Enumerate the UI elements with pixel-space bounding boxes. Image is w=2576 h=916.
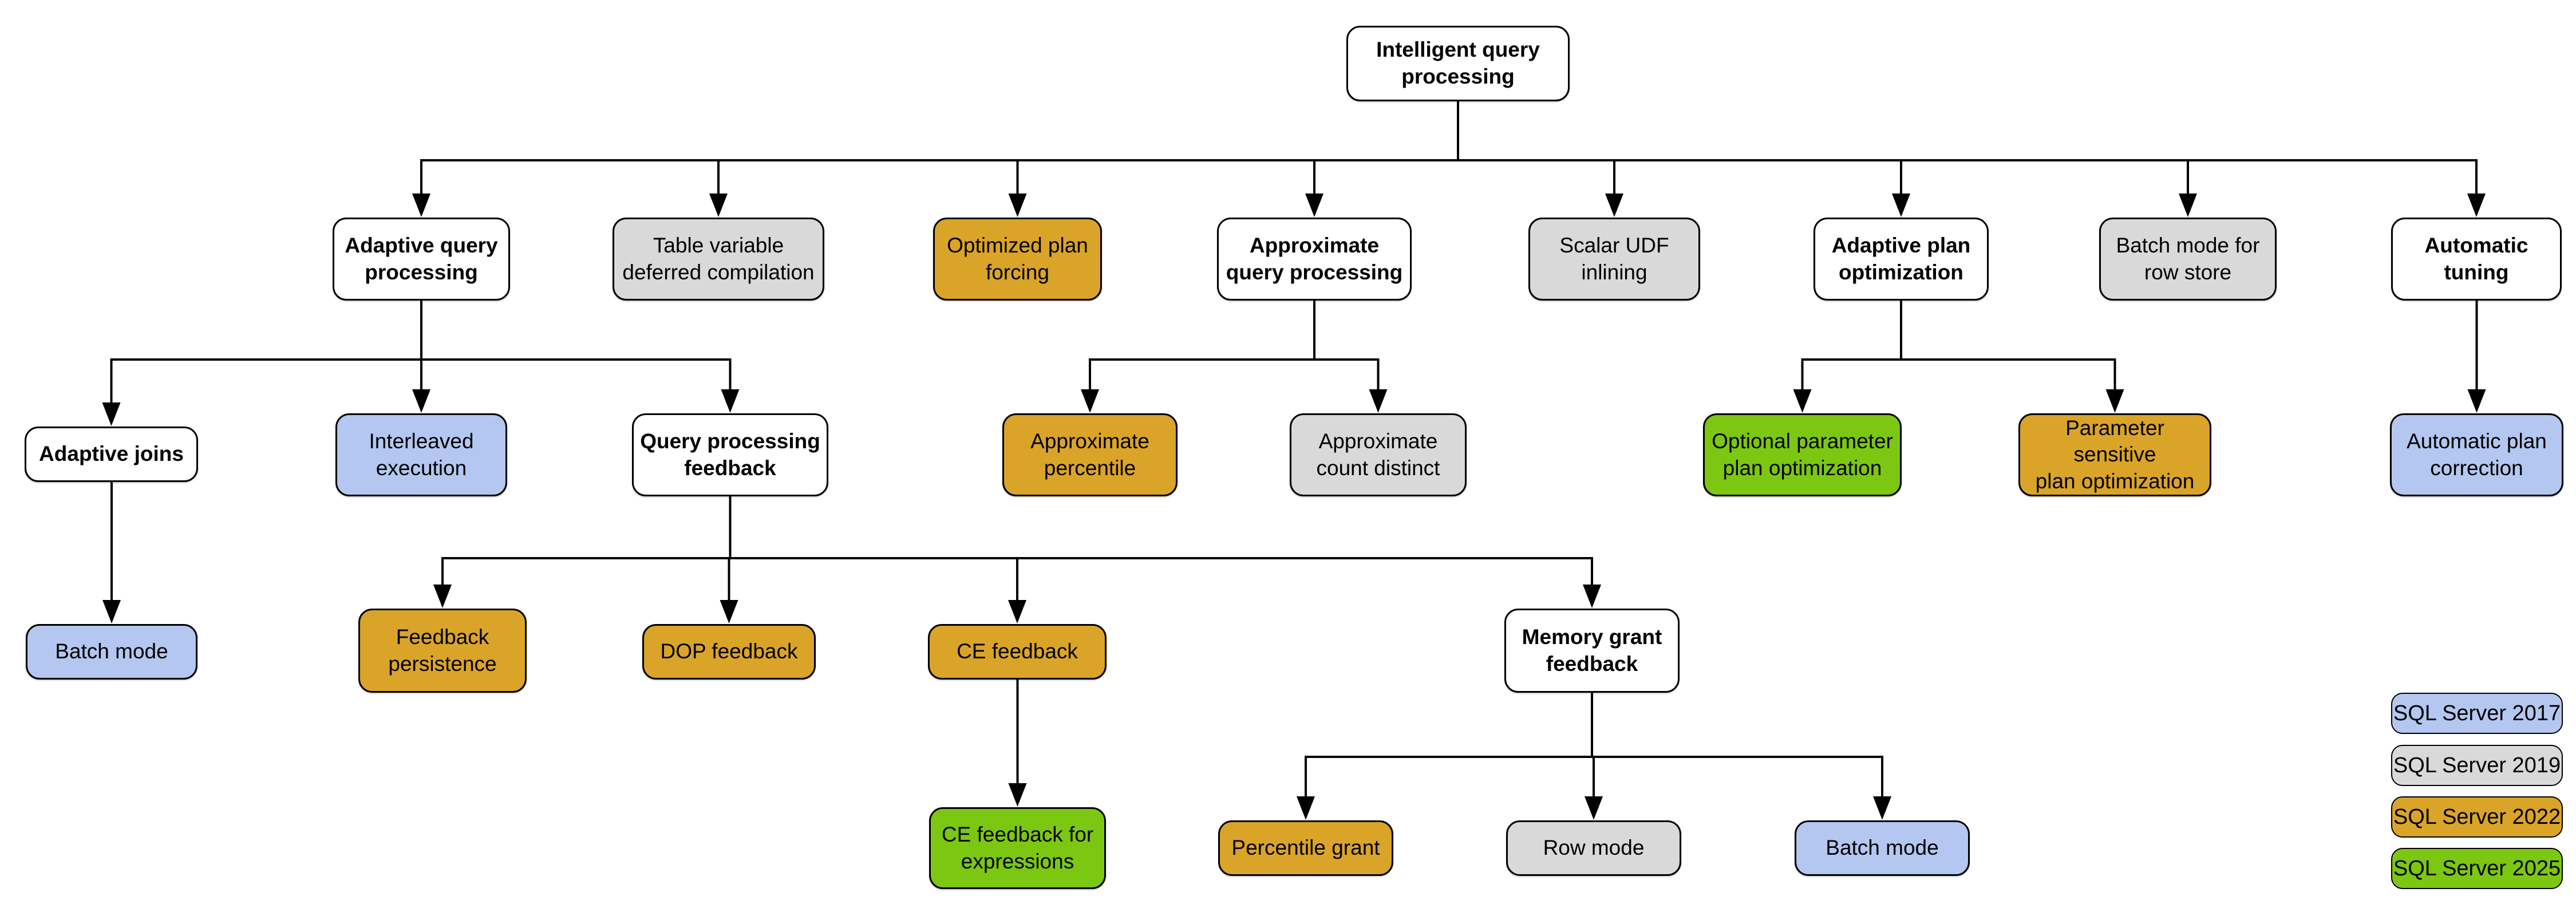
node-tvdc: Table variable deferred compilation [613,218,824,301]
node-oppo: Optional parameter plan optimization [1703,413,1902,496]
node-bm1: Batch mode [26,624,197,680]
legend-sql-server-2019: SQL Server 2019 [2391,745,2563,786]
node-at: Automatic tuning [2391,218,2562,301]
node-rm: Row mode [1506,820,1681,876]
node-sudf: Scalar UDF inlining [1528,218,1700,301]
node-mgf: Memory grant feedback [1504,609,1680,693]
node-root: Intelligent query processing [1346,26,1570,101]
node-acd: Approximate count distinct [1290,413,1467,496]
node-bm2: Batch mode [1795,820,1970,876]
node-ie: Interleaved execution [335,413,507,496]
node-qpf: Query processing feedback [632,413,828,496]
node-aqp: Adaptive query processing [333,218,510,301]
node-fp: Feedback persistence [358,609,527,693]
node-apc: Automatic plan correction [2390,413,2563,496]
node-bmrs: Batch mode for row store [2099,218,2277,301]
node-aj: Adaptive joins [25,427,198,482]
node-apo: Adaptive plan optimization [1814,218,1989,301]
node-opf: Optimized plan forcing [933,218,1102,301]
node-ap: Approximate percentile [1002,413,1178,496]
node-ce: CE feedback [928,624,1107,680]
node-dop: DOP feedback [642,624,816,680]
node-pspo: Parameter sensitive plan optimization [2018,413,2211,496]
legend-sql-server-2017: SQL Server 2017 [2391,693,2563,734]
node-axqp: Approximate query processing [1217,218,1412,301]
legend-sql-server-2025: SQL Server 2025 [2391,848,2563,889]
node-pg: Percentile grant [1218,820,1393,876]
node-cefe: CE feedback for expressions [929,807,1106,889]
legend-sql-server-2022: SQL Server 2022 [2391,796,2563,838]
